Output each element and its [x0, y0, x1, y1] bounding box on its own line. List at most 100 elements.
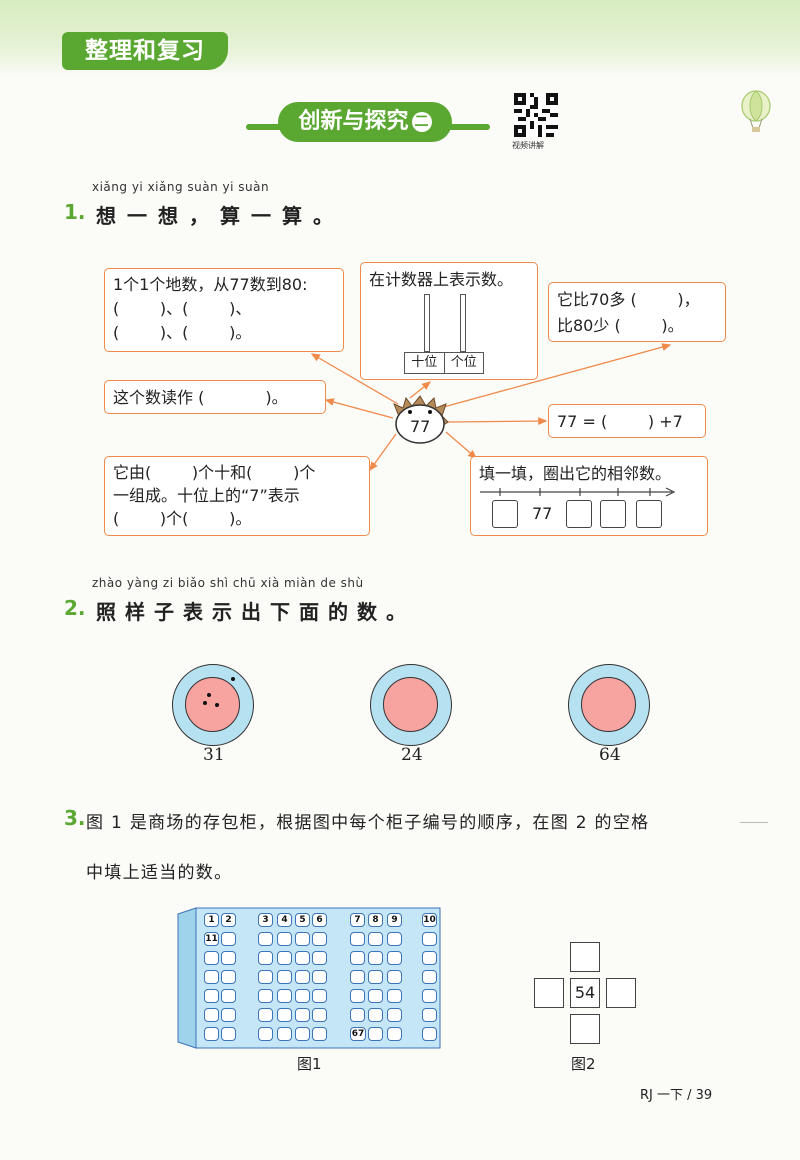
dot-inner-1	[207, 693, 211, 697]
locker-cell	[258, 1027, 273, 1041]
locker-cell	[204, 989, 219, 1003]
locker-label: 2	[221, 913, 236, 927]
target-24-center[interactable]	[383, 677, 438, 732]
locker-label: 11	[204, 932, 219, 946]
number-64: 64	[599, 745, 621, 765]
target-64-center[interactable]	[581, 677, 636, 732]
q3-rule	[740, 822, 768, 823]
locker-cell	[387, 1027, 402, 1041]
abacus-base: 十位 个位	[404, 352, 484, 374]
locker-cell	[312, 970, 327, 984]
fig2-caption: 图2	[571, 1055, 596, 1073]
locker-cell	[295, 932, 310, 946]
locker-label: 1	[204, 913, 219, 927]
locker-cell	[350, 970, 365, 984]
locker-cell	[368, 951, 383, 965]
neighbor-blank-1[interactable]	[492, 500, 518, 528]
locker-cell	[221, 1027, 236, 1041]
locker-cell	[387, 1008, 402, 1022]
hedgehog-icon	[393, 395, 449, 444]
q1-number: 1.	[64, 200, 86, 224]
locker-cell	[422, 970, 437, 984]
locker-cell	[258, 989, 273, 1003]
locker-label: 7	[350, 913, 365, 927]
neighbor-blank-3[interactable]	[600, 500, 626, 528]
abacus-rod-ones[interactable]	[460, 294, 466, 352]
locker-label: 67	[350, 1027, 366, 1041]
dot-outer	[231, 677, 235, 681]
locker-cell	[350, 1008, 365, 1022]
dot-inner-2	[203, 701, 207, 705]
fig1-caption: 图1	[297, 1055, 322, 1073]
target-64[interactable]	[568, 664, 650, 746]
center-number: 77	[410, 417, 431, 436]
q2-title: 照样子表示出下面的数。	[96, 600, 415, 624]
locker-cell	[277, 1027, 292, 1041]
locker-cell	[204, 970, 219, 984]
locker-cell	[422, 951, 437, 965]
q3-line-2: 中填上适当的数。	[86, 863, 233, 883]
target-31	[172, 664, 254, 746]
banner-number: 二	[411, 112, 432, 132]
locker-cell	[277, 989, 292, 1003]
locker-cell	[221, 1008, 236, 1022]
locker-cell	[422, 989, 437, 1003]
target-24[interactable]	[370, 664, 452, 746]
locker-cell	[387, 989, 402, 1003]
compose-line-1[interactable]: 它由( )个十和( )个	[113, 463, 316, 482]
locker-label: 3	[258, 913, 273, 927]
section-tab: 整理和复习	[62, 32, 228, 70]
abacus-rod-tens[interactable]	[424, 294, 430, 352]
locker-cell	[295, 989, 310, 1003]
locker-cell	[221, 970, 236, 984]
neighbor-blank-2[interactable]	[566, 500, 592, 528]
target-31-center	[185, 677, 240, 732]
balloon-icon	[741, 90, 771, 132]
locker-cell	[422, 1008, 437, 1022]
locker-label: 5	[295, 913, 310, 927]
compose-line-3[interactable]: ( )个( )。	[113, 509, 252, 528]
grid-left[interactable]	[534, 978, 564, 1008]
grid-right[interactable]	[606, 978, 636, 1008]
locker-cell	[350, 989, 365, 1003]
number-line	[480, 487, 676, 497]
locker-cell	[368, 1027, 383, 1041]
locker-label: 9	[387, 913, 402, 927]
locker-cell	[387, 932, 402, 946]
locker-cell	[312, 932, 327, 946]
locker-cell	[312, 989, 327, 1003]
locker-cell	[204, 951, 219, 965]
locker-cell	[295, 1008, 310, 1022]
locker-label: 10	[422, 913, 437, 927]
locker-cell	[350, 951, 365, 965]
grid-center: 54	[570, 978, 600, 1008]
locker-cell	[277, 1008, 292, 1022]
banner-title: 创新与探究	[298, 109, 409, 134]
q3-number: 3.	[64, 806, 86, 830]
locker-cell	[258, 932, 273, 946]
tens-label: 十位	[405, 353, 445, 373]
number-31: 31	[203, 745, 225, 765]
equation-box[interactable]: 77 = ( ) +7	[548, 404, 706, 438]
neighbor-value: 77	[532, 504, 553, 523]
locker-label: 8	[368, 913, 383, 927]
locker-cell	[221, 932, 236, 946]
compose-box: 它由( )个十和( )个 一组成。十位上的“7”表示 ( )个( )。	[104, 456, 370, 536]
q1-pinyin: xiǎng yi xiǎng suàn yi suàn	[92, 180, 270, 194]
count-line-2[interactable]: ( )、( )、	[113, 299, 252, 318]
locker-cell	[422, 932, 437, 946]
count-line-3[interactable]: ( )、( )。	[113, 323, 252, 342]
count-line-1: 1个1个地数，从77数到80:	[113, 275, 308, 294]
grid-top[interactable]	[570, 942, 600, 972]
qr-code-icon[interactable]	[514, 93, 558, 137]
compare-line-1[interactable]: 它比70多 ( )，	[557, 290, 700, 309]
dot-inner-3	[215, 703, 219, 707]
compare-line-2[interactable]: 比80少 ( )。	[557, 316, 684, 335]
neighbor-blank-4[interactable]	[636, 500, 662, 528]
grid-bottom[interactable]	[570, 1014, 600, 1044]
read-box[interactable]: 这个数读作 ( )。	[104, 380, 326, 414]
locker-cell	[258, 951, 273, 965]
q1-title: 想一想，算一算。	[96, 204, 344, 228]
locker-cell	[295, 951, 310, 965]
locker-cell	[295, 1027, 310, 1041]
